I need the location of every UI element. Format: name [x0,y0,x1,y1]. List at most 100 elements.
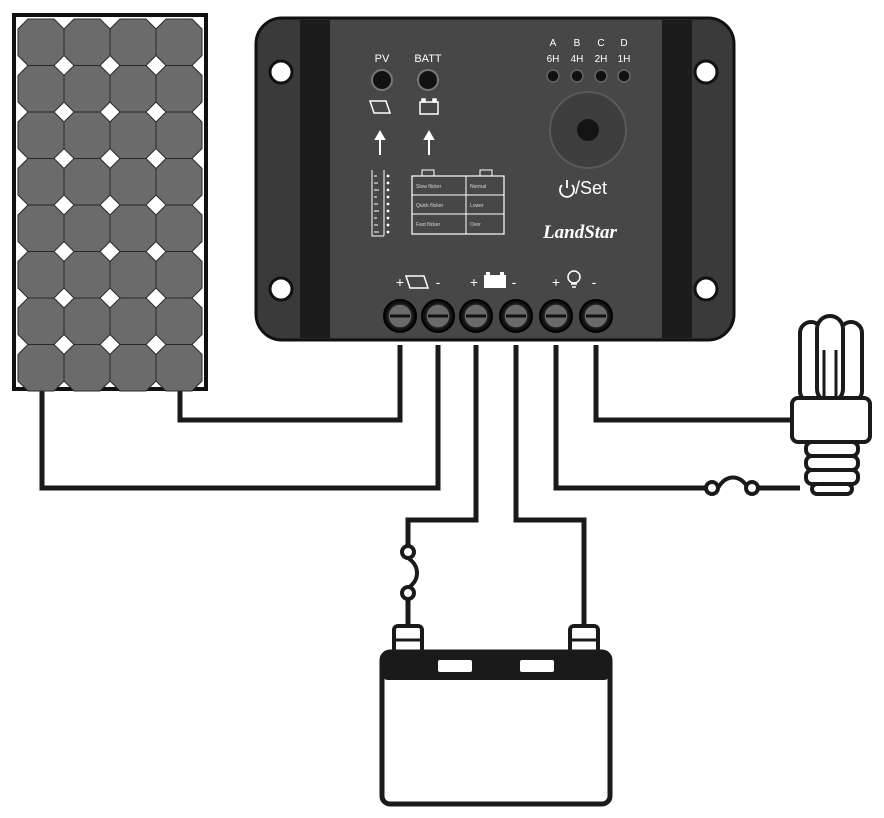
screw-terminal[interactable] [459,299,493,333]
solar-cell [63,111,111,159]
gauge-dot [386,174,390,178]
solar-cell [109,344,157,392]
pv-minus-sign: - [436,274,441,290]
gauge-ticks [374,174,390,234]
wire-battery-negative [513,345,587,628]
timer-mode-d-letter: D [620,38,627,49]
load-minus-sign: - [592,274,597,290]
pv-led [371,69,393,91]
solar-cell [109,111,157,159]
solar-cell [155,111,203,159]
batt-led [417,69,439,91]
solar-cell [17,65,65,113]
solar-cell [17,18,65,66]
timer-mode-c-letter: C [597,38,604,49]
solar-cell [17,158,65,206]
solar-cell [155,204,203,252]
lamp [790,314,872,496]
gauge-dot [386,216,390,220]
solar-cell [155,65,203,113]
gauge-dot [386,209,390,213]
screw-terminal[interactable] [579,299,613,333]
status-row-3-state: Over [470,222,481,228]
status-row-1-state: Normal [470,184,486,190]
gauge-dot [386,188,390,192]
solar-cell [63,297,111,345]
battery-minus-sign: - [512,274,517,290]
gauge-dot [386,202,390,206]
level-gauge-icon [371,170,385,237]
solar-cell [109,18,157,66]
wire-pv-negative [39,345,441,491]
solar-cell [155,251,203,299]
status-row-3-pattern: Fast flicker [416,222,441,228]
solar-cell [155,344,203,392]
status-row-1-pattern: Slow flicker [416,184,442,190]
solar-cell [155,18,203,66]
status-table: Slow flicker Normal Quick flicker Lower … [411,169,505,235]
power-icon [559,180,575,198]
solar-cell [17,251,65,299]
gauge-dot [386,195,390,199]
wires [39,345,800,628]
solar-cell [17,111,65,159]
battery-icon [419,98,439,115]
gauge-dot [386,230,390,234]
solar-cell [155,158,203,206]
battery-fuse [400,544,419,601]
terminal-labels: + - + - + - [396,270,597,290]
solar-cell [109,251,157,299]
pv-terminal-icon [404,275,430,289]
brand-logo-text: LandStar [542,222,618,243]
gauge-dot [386,223,390,227]
solar-cell [109,297,157,345]
solar-cell [109,158,157,206]
timer-modes: A B C D 6H 4H 2H 1H [546,38,631,83]
pv-indicator-label: PV [375,53,390,65]
solar-cell [109,65,157,113]
solar-cell [63,344,111,392]
pv-plus-sign: + [396,274,404,290]
load-fuse [704,475,760,496]
status-row-2-pattern: Quick flicker [416,203,444,209]
solar-cell [17,204,65,252]
solar-panel [12,13,208,392]
load-plus-sign: + [552,274,560,290]
timer-mode-a-letter: A [550,38,557,49]
solar-cell [63,158,111,206]
screw-terminal[interactable] [421,299,455,333]
timer-mode-c-hours: 2H [595,54,608,65]
screw-terminals [383,299,613,333]
solar-cell [17,297,65,345]
bulb-terminal-icon [567,270,581,288]
timer-mode-b-hours: 4H [571,54,584,65]
solar-cells [17,18,203,392]
timer-mode-b-letter: B [574,38,581,49]
battery-terminal-icon [484,272,506,288]
screw-terminal[interactable] [499,299,533,333]
gauge-dot [386,181,390,185]
set-button[interactable] [549,91,627,169]
timer-mode-a-hours: 6H [547,54,560,65]
solar-cell [63,18,111,66]
solar-cell [155,297,203,345]
wire-load-positive [553,345,706,491]
battery [379,624,613,807]
timer-mode-d-hours: 1H [618,54,631,65]
batt-indicator-label: BATT [414,53,442,65]
set-button-label: /Set [575,178,607,198]
solar-cell [109,204,157,252]
solar-panel-icon [368,100,392,114]
solar-cell [63,65,111,113]
screw-terminal[interactable] [383,299,417,333]
battery-plus-sign: + [470,274,478,290]
wire-pv-positive [177,345,403,423]
screw-terminal[interactable] [539,299,573,333]
solar-cell [17,344,65,392]
solar-cell [63,204,111,252]
charge-controller: PV BATT [254,16,736,342]
solar-cell [63,251,111,299]
wire-battery-positive [405,345,479,545]
status-row-2-state: Lower [470,203,484,209]
